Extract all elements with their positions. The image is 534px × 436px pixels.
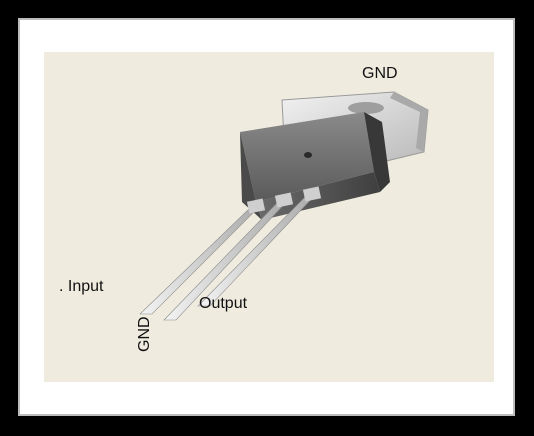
pin-input-label: . Input [59,278,104,295]
pin-gnd-label: GND [136,316,153,352]
to220-component [139,91,429,321]
diagram-panel: GND . Input Output GND [18,18,515,416]
regulator-illustration: GND . Input Output GND [44,52,494,382]
pin-leads [139,186,322,321]
pin-output-label: Output [199,295,248,312]
tab-gnd-label: GND [362,65,398,82]
mounting-hole [304,152,312,158]
